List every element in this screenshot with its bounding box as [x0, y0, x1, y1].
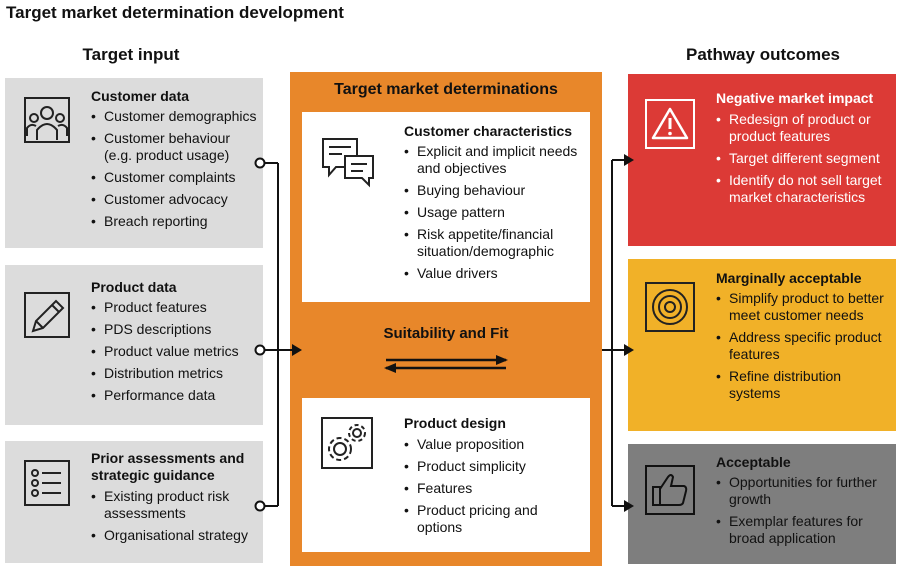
list-item: Product pricing and options: [404, 502, 584, 536]
marginally-acceptable-title: Marginally acceptable: [716, 270, 862, 286]
list-item: Address specific product features: [716, 329, 888, 363]
warning-icon: [644, 98, 696, 155]
acceptable-list: Opportunities for further growth Exempla…: [716, 469, 888, 547]
double-arrow-icon: [378, 354, 514, 379]
list-item: Customer complaints: [91, 169, 261, 186]
product-design-card: Product design Value proposition Product…: [302, 398, 590, 552]
list-item: Usage pattern: [404, 204, 584, 221]
product-data-title: Product data: [91, 279, 177, 295]
connector-node: [254, 157, 266, 169]
chat-bubbles-icon: [320, 136, 376, 193]
target-market-determinations-title: Target market determinations: [334, 81, 558, 98]
list-item: Distribution metrics: [91, 365, 261, 382]
target-market-determinations-panel: Target market determinations Customer ch…: [290, 72, 602, 566]
list-item: Existing product risk assessments: [91, 488, 261, 522]
list-item: Product value metrics: [91, 343, 261, 360]
suitability-fit-label: Suitability and Fit: [383, 325, 509, 342]
arrowhead: [624, 154, 634, 166]
list-item: Risk appetite/financial situation/demogr…: [404, 226, 584, 260]
list-item: Buying behaviour: [404, 182, 584, 199]
product-data-panel: Product data Product features PDS descri…: [5, 265, 263, 425]
gears-icon: [320, 416, 374, 475]
target-icon: [644, 281, 696, 338]
customer-data-title: Customer data: [91, 88, 190, 104]
product-design-list: Value proposition Product simplicity Fea…: [404, 431, 584, 536]
connector-node: [254, 344, 266, 356]
pencil-icon: [23, 291, 71, 344]
customer-characteristics-list: Explicit and implicit needs and objectiv…: [404, 138, 584, 282]
list-item: PDS descriptions: [91, 321, 261, 338]
prior-assessments-panel: Prior assessments and strategic guidance…: [5, 441, 263, 563]
list-item: Performance data: [91, 387, 261, 404]
connector-node: [254, 500, 266, 512]
prior-assessments-list: Existing product risk assessments Organi…: [91, 483, 261, 544]
negative-market-impact-list: Redesign of product or product features …: [716, 106, 888, 206]
product-design-title: Product design: [404, 415, 506, 431]
marginally-acceptable-panel: Marginally acceptable Simplify product t…: [628, 259, 896, 431]
product-data-list: Product features PDS descriptions Produc…: [91, 294, 261, 404]
list-item: Customer advocacy: [91, 191, 261, 208]
checklist-icon: [23, 459, 71, 512]
list-item: Value proposition: [404, 436, 584, 453]
list-item: Value drivers: [404, 265, 584, 282]
list-item: Product features: [91, 299, 261, 316]
customer-data-list: Customer demographics Customer behaviour…: [91, 103, 261, 230]
people-icon: [23, 96, 71, 149]
list-item: Simplify product to better meet customer…: [716, 290, 888, 324]
list-item: Organisational strategy: [91, 527, 261, 544]
acceptable-title: Acceptable: [716, 454, 791, 470]
list-item: Explicit and implicit needs and objectiv…: [404, 143, 584, 177]
customer-characteristics-card: Customer characteristics Explicit and im…: [302, 112, 590, 302]
list-item: Product simplicity: [404, 458, 584, 475]
marginally-acceptable-list: Simplify product to better meet customer…: [716, 285, 888, 402]
list-item: Customer behaviour (e.g. product usage): [91, 130, 261, 164]
list-item: Opportunities for further growth: [716, 474, 888, 508]
list-item: Refine distribution systems: [716, 368, 888, 402]
pathway-outcomes-heading: Pathway outcomes: [686, 45, 840, 64]
target-input-heading: Target input: [82, 45, 180, 64]
list-item: Identify do not sell target market chara…: [716, 172, 888, 206]
customer-data-panel: Customer data Customer demographics Cust…: [5, 78, 263, 248]
list-item: Features: [404, 480, 584, 497]
list-item: Exemplar features for broad application: [716, 513, 888, 547]
arrowhead: [624, 500, 634, 512]
acceptable-panel: Acceptable Opportunities for further gro…: [628, 444, 896, 564]
list-item: Redesign of product or product features: [716, 111, 888, 145]
thumbs-up-icon: [644, 464, 696, 521]
prior-assessments-title: Prior assessments and strategic guidance: [91, 450, 245, 483]
list-item: Breach reporting: [91, 213, 261, 230]
negative-market-impact-panel: Negative market impact Redesign of produ…: [628, 74, 896, 246]
arrowhead: [624, 344, 634, 356]
diagram-title: Target market determination development: [6, 3, 344, 22]
arrowhead: [292, 344, 302, 356]
negative-market-impact-title: Negative market impact: [716, 90, 874, 106]
customer-characteristics-title: Customer characteristics: [404, 123, 573, 139]
list-item: Customer demographics: [91, 108, 261, 125]
list-item: Target different segment: [716, 150, 888, 167]
